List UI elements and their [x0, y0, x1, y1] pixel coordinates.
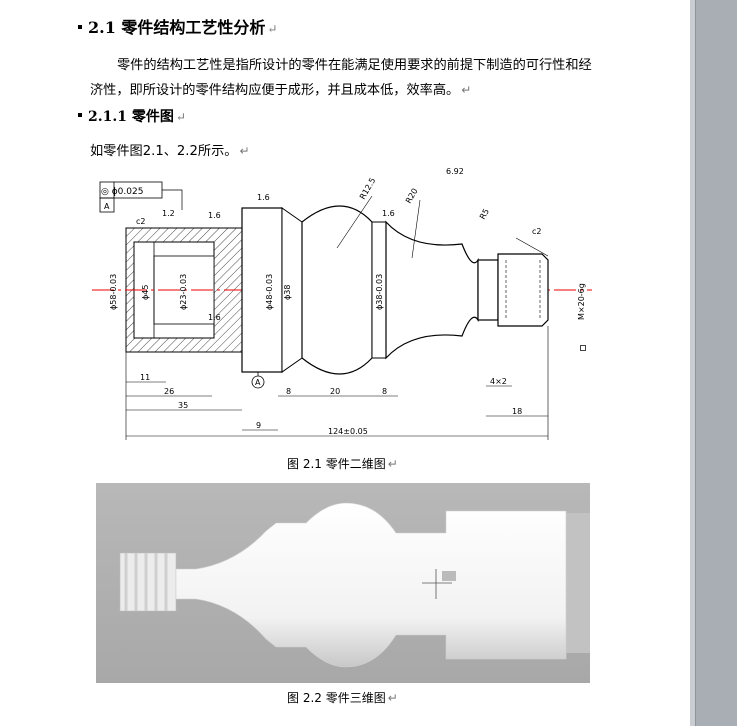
datum-marker-label: A	[255, 378, 261, 387]
part-3d-render	[96, 483, 590, 683]
section-heading-2-1-1: 2.1.1 零件图↵	[78, 106, 186, 126]
dim-4x2-label: 4×2	[490, 377, 507, 386]
radius-r12-5-label: R12.5	[358, 176, 377, 201]
figure-1-caption: 图 2.1 零件二维图↵	[287, 455, 398, 472]
roughness-label: 1.6	[208, 211, 221, 220]
chamfer-left-label: c2	[136, 217, 146, 226]
paragraph-mark-icon: ↵	[267, 22, 278, 36]
threaded-end: c2	[477, 227, 549, 327]
paragraph-mark-icon: ↵	[387, 691, 398, 705]
body-paragraph-structure: 零件的结构工艺性是指所设计的零件在能满足使用要求的前提下制造的可行性和经济性，即…	[90, 54, 595, 103]
figure-2-caption-text: 图 2.2 零件三维图	[287, 691, 386, 705]
figure-ref-text: 如零件图2.1、2.2所示。	[90, 144, 238, 159]
figure-2-caption: 图 2.2 零件三维图↵	[287, 689, 398, 706]
chamfer-right-label: c2	[532, 227, 542, 236]
scrollbar-track[interactable]	[690, 0, 696, 726]
dim-1-2-label: 1.2	[162, 209, 175, 218]
paragraph-mark-icon: ↵	[175, 110, 186, 124]
right-scroll-panel[interactable]	[690, 0, 737, 726]
dim-26-label: 26	[164, 387, 174, 396]
dia-58-label: ϕ58-0.03	[109, 274, 118, 310]
dimension-lines	[125, 326, 549, 440]
small-square-mark	[580, 345, 586, 351]
dia-45-label: ϕ45	[141, 285, 150, 300]
part-2d-drawing: ◎ ϕ0.025 A c2 1.2 1.6 1.6 1.6	[92, 167, 592, 440]
tolerance-frame: ◎ ϕ0.025 A	[99, 181, 183, 213]
subsection-heading-text: 2.1.1 零件图	[88, 109, 174, 125]
roughness-label: 1.6	[382, 209, 395, 218]
heading-bullet	[78, 113, 82, 117]
render-part-body	[119, 502, 567, 668]
dia-38-tol-label: ϕ38-0.03	[375, 274, 384, 310]
radius-r5-label: R5	[478, 207, 491, 221]
dim-20-label: 20	[330, 387, 340, 396]
paragraph-mark-icon: ↵	[461, 83, 472, 97]
radius-r20-label: R20	[404, 187, 420, 205]
section-heading-text: 2.1 零件结构工艺性分析	[88, 18, 266, 37]
dim-8-label: 8	[382, 387, 387, 396]
dia-23-label: ϕ23-0.03	[179, 274, 188, 310]
dim-18-label: 18	[512, 407, 522, 416]
dim-total-label: 124±0.05	[328, 427, 368, 436]
document-page: 2.1 零件结构工艺性分析↵ 零件的结构工艺性是指所设计的零件在能满足使用要求的…	[78, 14, 595, 706]
dim-6-92-label: 6.92	[446, 167, 464, 176]
dim-11-label: 11	[140, 373, 150, 382]
dim-8-label: 8	[286, 387, 291, 396]
datum-marker: A	[251, 372, 265, 389]
tolerance-frame-label: ◎ ϕ0.025	[101, 187, 143, 197]
heading-bullet	[78, 24, 82, 29]
dim-35-label: 35	[178, 401, 188, 410]
roughness-label: 1.6	[208, 313, 221, 322]
body-paragraph-figure-ref: 如零件图2.1、2.2所示。↵	[90, 140, 250, 159]
paragraph-mark-icon: ↵	[387, 457, 398, 471]
body-paragraph-text: 零件的结构工艺性是指所设计的零件在能满足使用要求的前提下制造的可行性和经济性，即…	[90, 58, 592, 98]
dimension-labels: 11 26 35 9 8 20 8 4×2 18 124±0.05	[140, 373, 522, 436]
datum-a-label: A	[104, 202, 110, 211]
flange: 1.6	[241, 193, 303, 373]
thread-label: M×20-6g	[577, 283, 586, 320]
dim-9-label: 9	[256, 421, 261, 430]
dia-48-label: ϕ48-0.03	[265, 274, 274, 310]
roughness-label: 1.6	[257, 193, 270, 202]
diameter-labels: ϕ58-0.03 ϕ45 ϕ23-0.03 ϕ48-0.03 ϕ38 ϕ38-0…	[109, 274, 586, 320]
paragraph-mark-icon: ↵	[239, 144, 250, 158]
bulge-body: R12.5 R20 R5 6.92 1.6	[301, 167, 491, 375]
dia-38-label: ϕ38	[283, 285, 292, 300]
figure-1-caption-text: 图 2.1 零件二维图	[287, 457, 386, 471]
section-heading-2-1: 2.1 零件结构工艺性分析↵	[78, 14, 277, 38]
